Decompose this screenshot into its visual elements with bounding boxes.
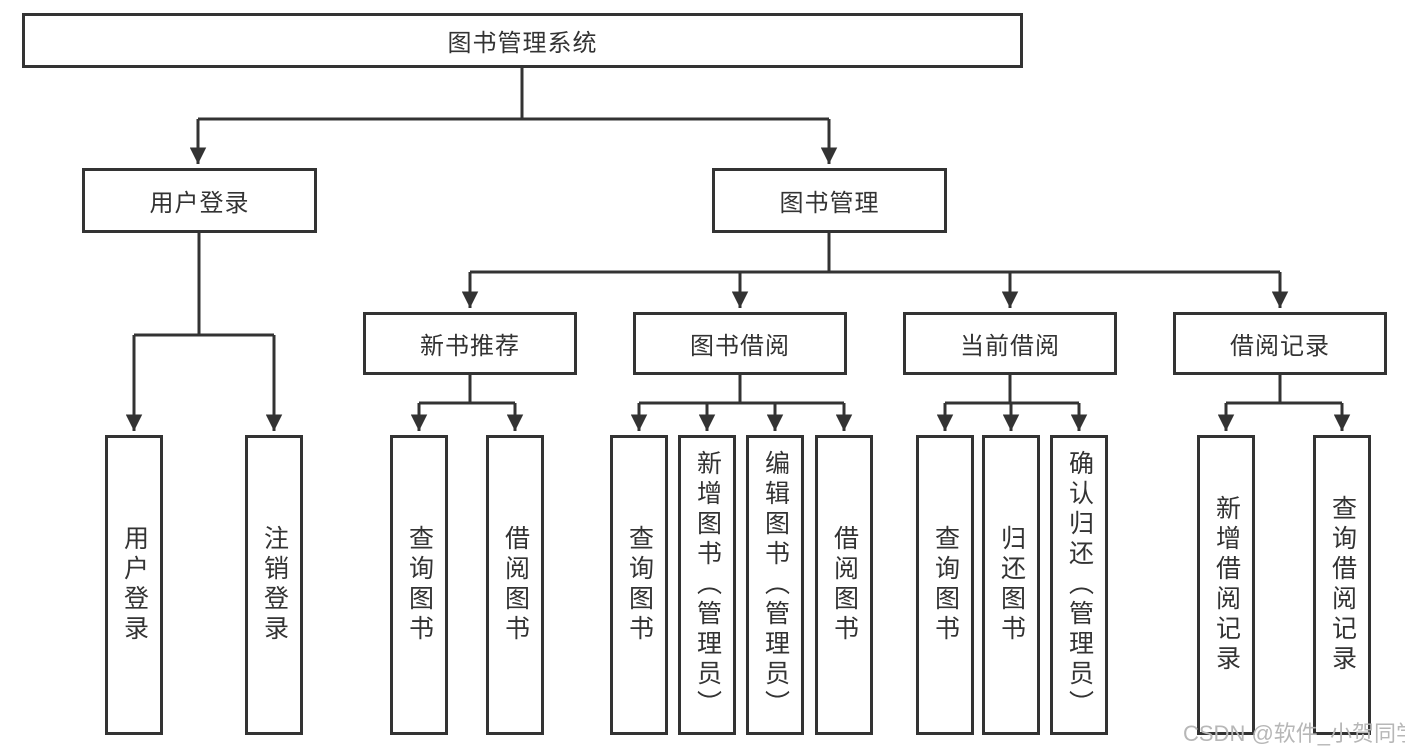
csdn-watermark: CSDN @软件_小贺同学 [1183,721,1405,746]
leaf-borrow-books: 借阅图书 [815,435,873,735]
leaf-query-books-recommend: 查询图书 [390,435,448,735]
node-book-management: 图书管理 [712,168,947,233]
leaf-add-books-admin: 新增图书（管理员） [678,435,736,735]
leaf-query-books-current: 查询图书 [916,435,974,735]
leaf-return-books: 归还图书 [982,435,1040,735]
leaf-confirm-return-admin: 确认归还（管理员） [1050,435,1108,735]
node-new-book-recommend: 新书推荐 [363,312,577,375]
leaf-edit-books-admin: 编辑图书（管理员） [746,435,804,735]
leaf-user-login: 用户登录 [105,435,163,735]
node-root-system: 图书管理系统 [22,13,1023,68]
node-book-borrow: 图书借阅 [633,312,847,375]
node-current-borrow: 当前借阅 [903,312,1117,375]
node-borrow-records: 借阅记录 [1173,312,1387,375]
node-user-login: 用户登录 [82,168,317,233]
leaf-query-borrow-record: 查询借阅记录 [1313,435,1371,735]
leaf-logout: 注销登录 [245,435,303,735]
leaf-borrow-books-recommend: 借阅图书 [486,435,544,735]
leaf-add-borrow-record: 新增借阅记录 [1197,435,1255,735]
leaf-query-books-borrow: 查询图书 [610,435,668,735]
